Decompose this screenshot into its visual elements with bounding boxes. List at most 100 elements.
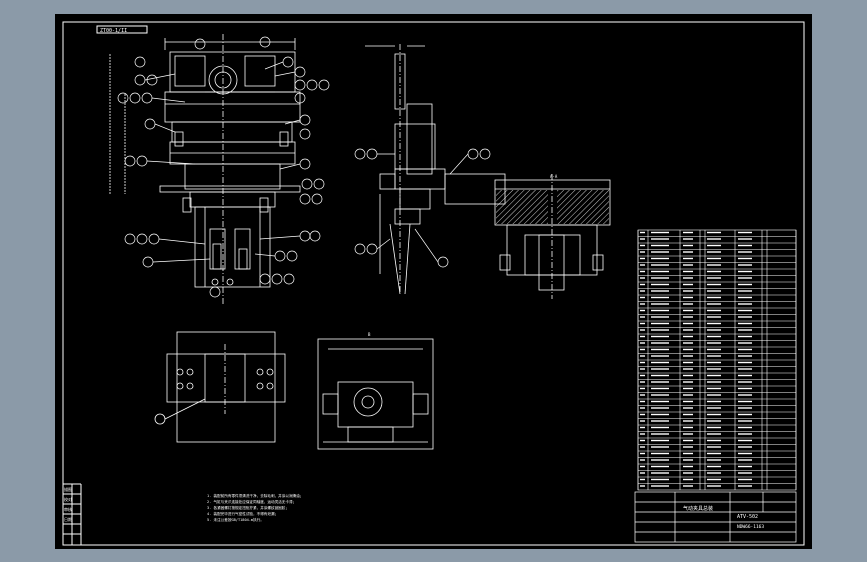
bom-cell-text: [651, 329, 669, 331]
bom-index: [640, 400, 645, 403]
bom-cell-text: [651, 485, 669, 487]
bom-cell-text: [707, 264, 721, 266]
bom-cell-text: [651, 400, 669, 403]
title-block: [634, 491, 797, 543]
bom-cell-text: [683, 257, 693, 260]
bom-cell-text: [651, 244, 669, 247]
bom-cell-text: [683, 420, 693, 422]
bom-cell-text: [683, 413, 693, 416]
bom-cell-text: [707, 472, 721, 474]
plan-view-right: [317, 338, 434, 450]
bom-cell-text: [651, 342, 669, 344]
bom-cell-text: [738, 433, 752, 435]
bom-index: [640, 433, 645, 435]
bom-cell-text: [707, 355, 721, 357]
bom-cell-text: [707, 335, 721, 338]
note-0: 1. 装配前所有零件须清洗干净，去除毛刺，并涂以润滑油；: [207, 493, 303, 498]
bom-cell-text: [651, 238, 669, 240]
bom-cell-text: [683, 387, 693, 390]
bom-cell-text: [738, 407, 752, 409]
bom-cell-text: [683, 368, 693, 370]
strip-label-1: 校对: [64, 496, 72, 502]
bom-cell-text: [683, 329, 693, 331]
bom-cell-text: [683, 342, 693, 344]
bom-index: [640, 329, 645, 331]
bom-index: [640, 387, 645, 390]
bom-cell-text: [651, 303, 669, 305]
bom-cell-text: [651, 381, 669, 383]
bom-cell-text: [683, 374, 693, 377]
bom-cell-text: [738, 426, 752, 429]
bom-cell-text: [707, 303, 721, 305]
bom-cell-text: [651, 283, 669, 286]
bom-cell-text: [707, 400, 721, 403]
bom-cell-text: [683, 277, 693, 279]
bom-cell-text: [683, 426, 693, 429]
bom-cell-text: [707, 465, 721, 468]
section-view: [494, 174, 611, 299]
drawing-number: NDW66-1163: [737, 524, 764, 530]
bom-cell-text: [651, 257, 669, 260]
bom-index: [640, 485, 645, 487]
bom-cell-text: [738, 452, 752, 455]
bom-index: [640, 478, 645, 481]
bom-index: [640, 472, 645, 474]
bom-cell-text: [683, 459, 693, 461]
note-3: 4. 装配完毕进行气密性试验，不得有泄漏；: [207, 511, 278, 516]
bom-index: [640, 452, 645, 455]
bom-cell-text: [651, 348, 669, 351]
bom-index: [640, 309, 645, 312]
bom-cell-text: [683, 452, 693, 455]
bom-cell-text: [651, 368, 669, 370]
bom-cell-text: [707, 257, 721, 260]
bom-cell-text: [707, 270, 721, 273]
bom-cell-text: [738, 368, 752, 370]
bom-index: [640, 303, 645, 305]
bom-cell-text: [651, 472, 669, 474]
view-label: B: [368, 332, 371, 337]
bom-cell-text: [683, 472, 693, 474]
bom-cell-text: [651, 290, 669, 292]
bom-cell-text: [707, 381, 721, 383]
bom-cell-text: [738, 413, 752, 416]
bom-cell-text: [738, 472, 752, 474]
note-1: 2. 气缸与夹爪连接处应保证同轴度，运动灵活无卡滞；: [207, 499, 296, 504]
bom-index: [640, 368, 645, 370]
bom-cell-text: [683, 433, 693, 435]
bom-cell-text: [738, 374, 752, 377]
bom-index: [640, 244, 645, 247]
bom-cell-text: [738, 361, 752, 364]
side-view: [365, 44, 506, 295]
bom-cell-text: [651, 394, 669, 396]
bom-index: [640, 231, 645, 234]
bom-cell-text: [651, 231, 669, 234]
bom-cell-text: [707, 433, 721, 435]
bom-cell-text: [738, 257, 752, 260]
bom-cell-text: [683, 290, 693, 292]
bom-index: [640, 296, 645, 299]
bom-table: [637, 229, 797, 491]
bom-index: [640, 342, 645, 344]
bom-cell-text: [651, 407, 669, 409]
bom-index: [640, 420, 645, 422]
bom-index: [640, 355, 645, 357]
bom-cell-text: [707, 329, 721, 331]
bom-cell-text: [651, 452, 669, 455]
plan-view-left: [154, 331, 286, 443]
bom-cell-text: [738, 355, 752, 357]
bom-cell-text: [707, 420, 721, 422]
bom-index: [640, 446, 645, 448]
bom-cell-text: [738, 446, 752, 448]
bom-index: [640, 374, 645, 377]
bom-cell-text: [707, 485, 721, 487]
bom-index: [640, 277, 645, 279]
bom-cell-text: [707, 361, 721, 364]
bom-cell-text: [683, 238, 693, 240]
bom-cell-text: [738, 478, 752, 481]
section-label: A-A: [550, 174, 558, 179]
bom-cell-text: [707, 283, 721, 286]
bom-index: [640, 257, 645, 260]
bom-cell-text: [738, 296, 752, 299]
strip-label-0: 描图: [64, 486, 72, 492]
bom-cell-text: [707, 368, 721, 370]
